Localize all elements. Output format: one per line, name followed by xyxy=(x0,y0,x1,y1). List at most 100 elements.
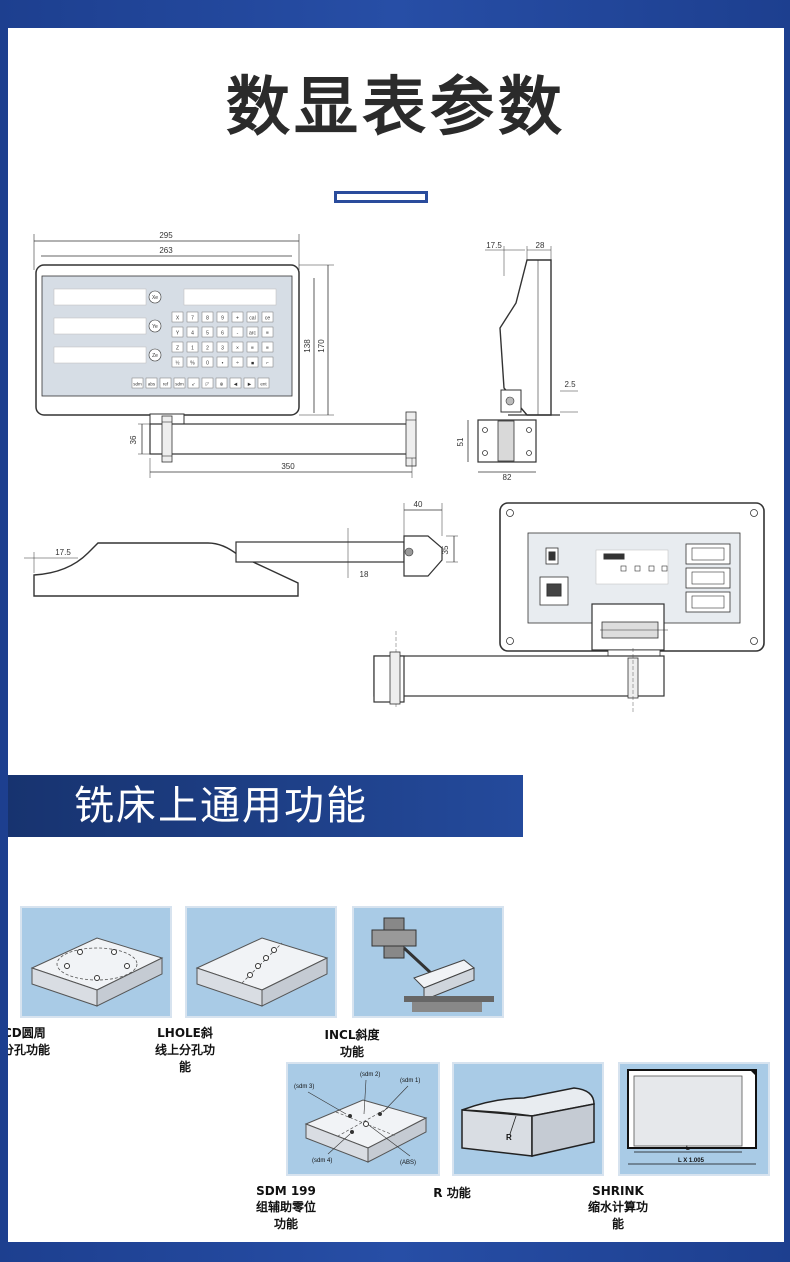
keypad-key-label: 8 xyxy=(206,316,209,322)
dim-18: 18 xyxy=(360,570,369,579)
keypad-key-label: 9 xyxy=(221,316,224,322)
keypad-key-label: • xyxy=(222,361,224,367)
keypad-key: 0 xyxy=(201,356,214,368)
keypad-key-label: ½ xyxy=(175,360,180,367)
bottom-key: ◸ xyxy=(201,377,214,389)
keypad-key: ⌐ xyxy=(261,356,274,368)
keypad-key: arc xyxy=(246,326,259,338)
bottom-key-label: abs xyxy=(148,382,156,387)
keypad-key: ≡ xyxy=(261,326,274,338)
bottom-key-label: ◸ xyxy=(206,382,210,387)
keypad-key-label: ■ xyxy=(251,361,254,367)
keypad-key: • xyxy=(216,356,229,368)
bottom-key-row: sdm abs ref sdm ↙ ◸ ⊕ ◀ ▶ ent xyxy=(131,377,270,389)
keypad-key-label: 7 xyxy=(191,316,194,322)
bottom-key: ⊕ xyxy=(215,377,228,389)
dim-263: 263 xyxy=(159,246,173,255)
keypad-key-label: - xyxy=(237,331,239,337)
keypad-key: × xyxy=(231,341,244,353)
keypad-key-label: ≡ xyxy=(251,346,254,352)
keypad-key-label: 0 xyxy=(206,361,209,367)
shrink-lx-label: L X 1.005 xyxy=(678,1158,705,1164)
keypad-key: 4 xyxy=(186,326,199,338)
dim-2-5: 2.5 xyxy=(564,380,576,389)
bottom-key-label: ⊕ xyxy=(220,382,224,387)
keypad-key: Z xyxy=(171,341,184,353)
keypad-key-label: 2 xyxy=(206,346,209,352)
keypad-key-label: cal xyxy=(249,316,255,322)
dim-138: 138 xyxy=(303,339,312,353)
keypad-key: % xyxy=(186,356,199,368)
bottom-key-label: ↙ xyxy=(192,382,196,387)
feature-incl-caption: INCL斜度功能 xyxy=(324,1028,380,1059)
axis-label-y: Ye xyxy=(152,324,158,330)
axis-label-z: Ze xyxy=(152,353,158,359)
keypad-key: cal xyxy=(246,311,259,323)
page-title: 数显表参数 xyxy=(226,71,566,145)
bottom-key-label: ▶ xyxy=(248,382,252,387)
feature-incl-image xyxy=(352,906,504,1018)
bottom-key-label: sdm xyxy=(133,382,142,387)
keypad-key-label: ≡ xyxy=(266,331,269,337)
keypad-key: X xyxy=(171,311,184,323)
sdm3-label: (sdm 3) xyxy=(294,1084,314,1090)
dim-295: 295 xyxy=(159,231,173,240)
dim-35: 35 xyxy=(441,545,450,554)
keypad-key: 7 xyxy=(186,311,199,323)
dim-28: 28 xyxy=(536,241,545,250)
feature-pcd-image xyxy=(20,906,172,1018)
keypad-key: ÷ xyxy=(231,356,244,368)
top-view: 17.5 40 35 18 xyxy=(24,500,458,597)
section-banner-title: 铣床上通用功能 xyxy=(74,783,368,829)
dim-40: 40 xyxy=(414,500,423,509)
keypad-key: 2 xyxy=(201,341,214,353)
keypad-key: ≡ xyxy=(246,341,259,353)
keypad-key-label: ÷ xyxy=(236,361,239,367)
side-view: 17.5 28 2.5 51 82 xyxy=(456,241,578,482)
bottom-key-label: ref xyxy=(163,382,169,387)
bottom-key-label: ent xyxy=(260,382,267,387)
bottom-key: ◀ xyxy=(229,377,242,389)
shrink-l-label: L xyxy=(686,1146,690,1152)
sdm1-label: (sdm 1) xyxy=(400,1078,420,1084)
keypad-key: - xyxy=(231,326,244,338)
dim-82: 82 xyxy=(503,473,512,482)
keypad-key: ½ xyxy=(171,356,184,368)
bottom-key: ↙ xyxy=(187,377,200,389)
keypad-key-label: % xyxy=(190,361,195,367)
title-underline xyxy=(334,191,428,203)
keypad-key: Y xyxy=(171,326,184,338)
dim-top-17-5: 17.5 xyxy=(55,548,71,557)
feature-r-image: R xyxy=(452,1062,604,1176)
bottom-key-label: sdm xyxy=(175,382,184,387)
keypad-key-label: + xyxy=(236,316,239,322)
feature-lhole-image xyxy=(185,906,337,1018)
feature-r-caption: R 功能 xyxy=(433,1186,471,1200)
keypad-key: 8 xyxy=(201,311,214,323)
r-label: R xyxy=(506,1133,512,1142)
sdm4-label: (sdm 4) xyxy=(312,1158,332,1164)
spec-page: 数显表参数 295 263 Xe Ye xyxy=(8,28,784,1242)
feature-shrink-caption: SHRINK缩水计算功能 xyxy=(588,1184,649,1231)
dim-17-5: 17.5 xyxy=(486,241,502,250)
keypad-key: ≡ xyxy=(261,341,274,353)
bottom-key: ref xyxy=(159,377,172,389)
keypad-key-label: ⌐ xyxy=(266,361,269,367)
keypad-key: 6 xyxy=(216,326,229,338)
keypad-key-label: 3 xyxy=(221,346,224,352)
bottom-key: sdm xyxy=(173,377,186,389)
dim-51: 51 xyxy=(456,437,465,446)
keypad-key-label: Z xyxy=(176,346,179,352)
bottom-key: abs xyxy=(145,377,158,389)
bottom-key: sdm xyxy=(131,377,144,389)
keypad-key: + xyxy=(231,311,244,323)
keypad-key-label: ce xyxy=(265,316,271,322)
abs-label: (ABS) xyxy=(400,1160,416,1166)
feature-sdm-caption: SDM 199 组辅助零位功能 xyxy=(256,1184,317,1231)
sdm2-label: (sdm 2) xyxy=(360,1072,380,1078)
bottom-key-label: ◀ xyxy=(234,382,238,387)
keypad-key: 1 xyxy=(186,341,199,353)
